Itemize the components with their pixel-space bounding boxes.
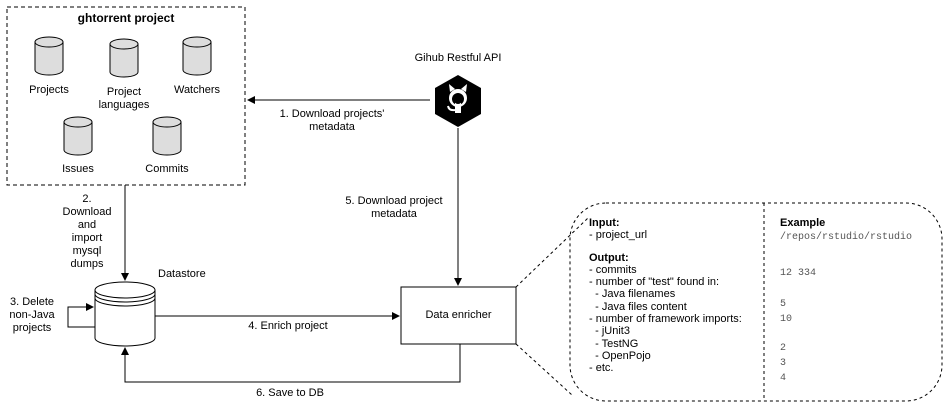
example-value-commits: 12 334 bbox=[780, 268, 817, 279]
callout-panel bbox=[569, 202, 943, 402]
example-value-junit3: 2 bbox=[780, 343, 787, 354]
example-value-openpojo: 4 bbox=[780, 373, 787, 384]
output-heading: Output: bbox=[589, 251, 629, 264]
db-icon-watchers bbox=[182, 36, 212, 76]
arrow-delete-non-java bbox=[67, 303, 95, 328]
db-label-commits: Commits bbox=[145, 163, 189, 175]
datastore-icon bbox=[94, 281, 156, 347]
data-enricher-box bbox=[400, 286, 517, 345]
data-enricher-label: Data enricher bbox=[425, 309, 492, 321]
output-item: - number of framework imports: bbox=[589, 313, 742, 326]
db-label-watchers: Watchers bbox=[173, 84, 221, 96]
example-value-filenames: 5 bbox=[780, 299, 787, 310]
output-item: - TestNG bbox=[589, 337, 639, 350]
step5-label: 5. Download project metadata bbox=[345, 195, 443, 220]
example-repo: /repos/rstudio/rstudio bbox=[780, 232, 913, 243]
output-item: - Java filenames bbox=[589, 288, 676, 301]
callout-connector-top bbox=[515, 217, 589, 288]
output-item: - commits bbox=[589, 263, 637, 276]
example-heading: Example bbox=[780, 217, 826, 229]
db-icon-issues bbox=[63, 116, 93, 156]
step4-label: 4. Enrich project bbox=[248, 320, 328, 332]
api-title: Gihub Restful API bbox=[414, 52, 502, 64]
step3-label: 3. Delete non-Java projects bbox=[9, 296, 55, 334]
arrow-save-to-db bbox=[121, 344, 461, 383]
datastore-label: Datastore bbox=[158, 268, 206, 280]
output-item: - etc. bbox=[589, 362, 614, 375]
db-icon-projects bbox=[34, 36, 64, 76]
github-icon bbox=[435, 75, 481, 127]
db-label-issues: Issues bbox=[62, 163, 94, 175]
example-value-content: 10 bbox=[780, 314, 793, 325]
db-icon-commits bbox=[152, 116, 182, 156]
step6-label: 6. Save to DB bbox=[256, 387, 324, 399]
output-item: - OpenPojo bbox=[589, 349, 651, 362]
db-label-project-languages: Project languages bbox=[98, 86, 150, 111]
db-icon-project-languages bbox=[109, 38, 139, 78]
example-value-testng: 3 bbox=[780, 358, 787, 369]
output-item: - jUnit3 bbox=[589, 325, 630, 338]
input-heading: Input: bbox=[589, 217, 620, 229]
ghtorrent-frame bbox=[6, 6, 246, 186]
output-item: - number of "test" found in: bbox=[589, 276, 720, 289]
callout-connector-bottom bbox=[515, 343, 573, 396]
callout-left-column: Input: - project_url Output: - commits -… bbox=[589, 217, 761, 375]
output-item: - Java files content bbox=[589, 300, 687, 313]
step2-label: 2. Download and import mysql dumps bbox=[62, 193, 112, 270]
input-item: - project_url bbox=[589, 229, 648, 242]
ghtorrent-title: ghtorrent project bbox=[77, 11, 175, 25]
step1-label: 1. Download projects' metadata bbox=[279, 108, 385, 133]
db-label-projects: Projects bbox=[29, 84, 69, 96]
